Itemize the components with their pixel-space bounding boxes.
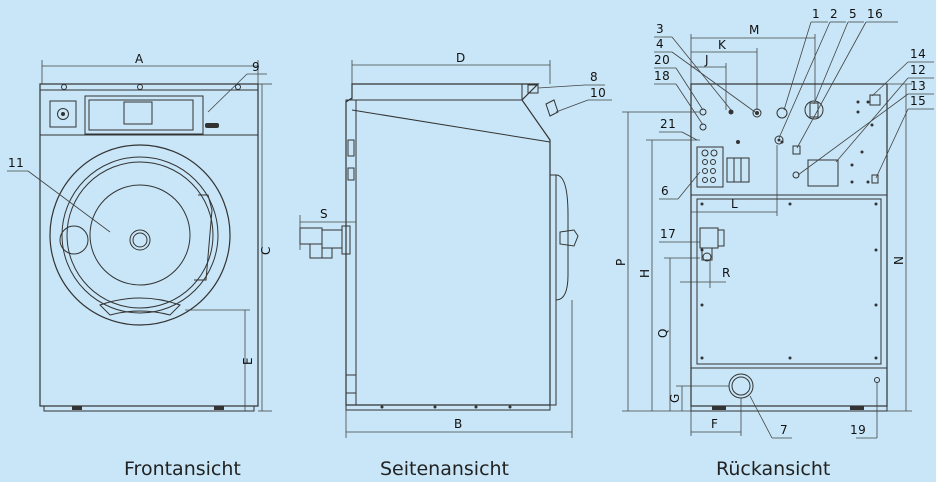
coin-slot — [49, 100, 77, 128]
rear-junction-box — [807, 159, 839, 187]
rear-water-valve — [699, 227, 725, 262]
callout-2: 2 — [830, 7, 838, 21]
callout-12: 12 — [910, 63, 926, 77]
door — [49, 144, 231, 326]
dim-b-label: B — [454, 417, 463, 431]
dim-s-label: S — [320, 207, 328, 221]
dim-c-label: C — [259, 246, 273, 255]
dim-q-label: Q — [656, 328, 670, 338]
dim-j-label: J — [704, 53, 709, 67]
main-switch — [804, 100, 824, 120]
callout-3: 3 — [656, 22, 664, 36]
callout-8: 8 — [590, 70, 598, 84]
callout-9: 9 — [252, 60, 260, 74]
dim-n-label: N — [892, 256, 906, 265]
callout-20: 20 — [654, 53, 670, 67]
dim-r-label: R — [722, 266, 731, 280]
callout-19: 19 — [850, 423, 866, 437]
connection-block — [696, 146, 750, 188]
callout-18: 18 — [654, 69, 670, 83]
callout-5: 5 — [849, 7, 857, 21]
callout-16: 16 — [867, 7, 883, 21]
dim-f-label: F — [711, 417, 718, 431]
dim-m-label: M — [749, 23, 760, 37]
callout-21: 21 — [660, 117, 676, 131]
side-view: D S — [299, 51, 612, 438]
front-view: A C — [7, 52, 273, 412]
callout-1: 1 — [812, 7, 820, 21]
side-water-valve — [299, 225, 351, 259]
dim-g-label: G — [668, 393, 682, 403]
side-cabinet — [345, 83, 551, 406]
door-handle-slot — [205, 123, 219, 128]
callout-15: 15 — [910, 94, 926, 108]
rear-view: M K J — [614, 7, 934, 439]
dim-a-label: A — [135, 52, 144, 66]
rear-panel — [696, 198, 882, 365]
callout-6: 6 — [661, 184, 669, 198]
dim-k-label: K — [718, 38, 727, 52]
caption-rear: Rückansicht — [716, 458, 830, 480]
dim-h-label: H — [638, 268, 652, 278]
callout-13: 13 — [910, 79, 926, 93]
dim-d-label: D — [456, 51, 466, 65]
callout-4: 4 — [656, 37, 664, 51]
dim-l-label: L — [731, 197, 738, 211]
caption-front: Frontansicht — [124, 458, 241, 480]
callout-7: 7 — [780, 423, 788, 437]
dim-p-label: P — [614, 258, 628, 266]
callout-11: 11 — [8, 156, 24, 170]
callout-14: 14 — [910, 47, 926, 61]
caption-side: Seitenansicht — [380, 458, 509, 480]
callout-17: 17 — [660, 227, 676, 241]
side-knob — [559, 229, 579, 247]
dim-e-label: E — [241, 357, 255, 365]
drain-outlet — [728, 373, 754, 399]
display-panel — [84, 95, 204, 135]
callout-10: 10 — [590, 86, 606, 100]
